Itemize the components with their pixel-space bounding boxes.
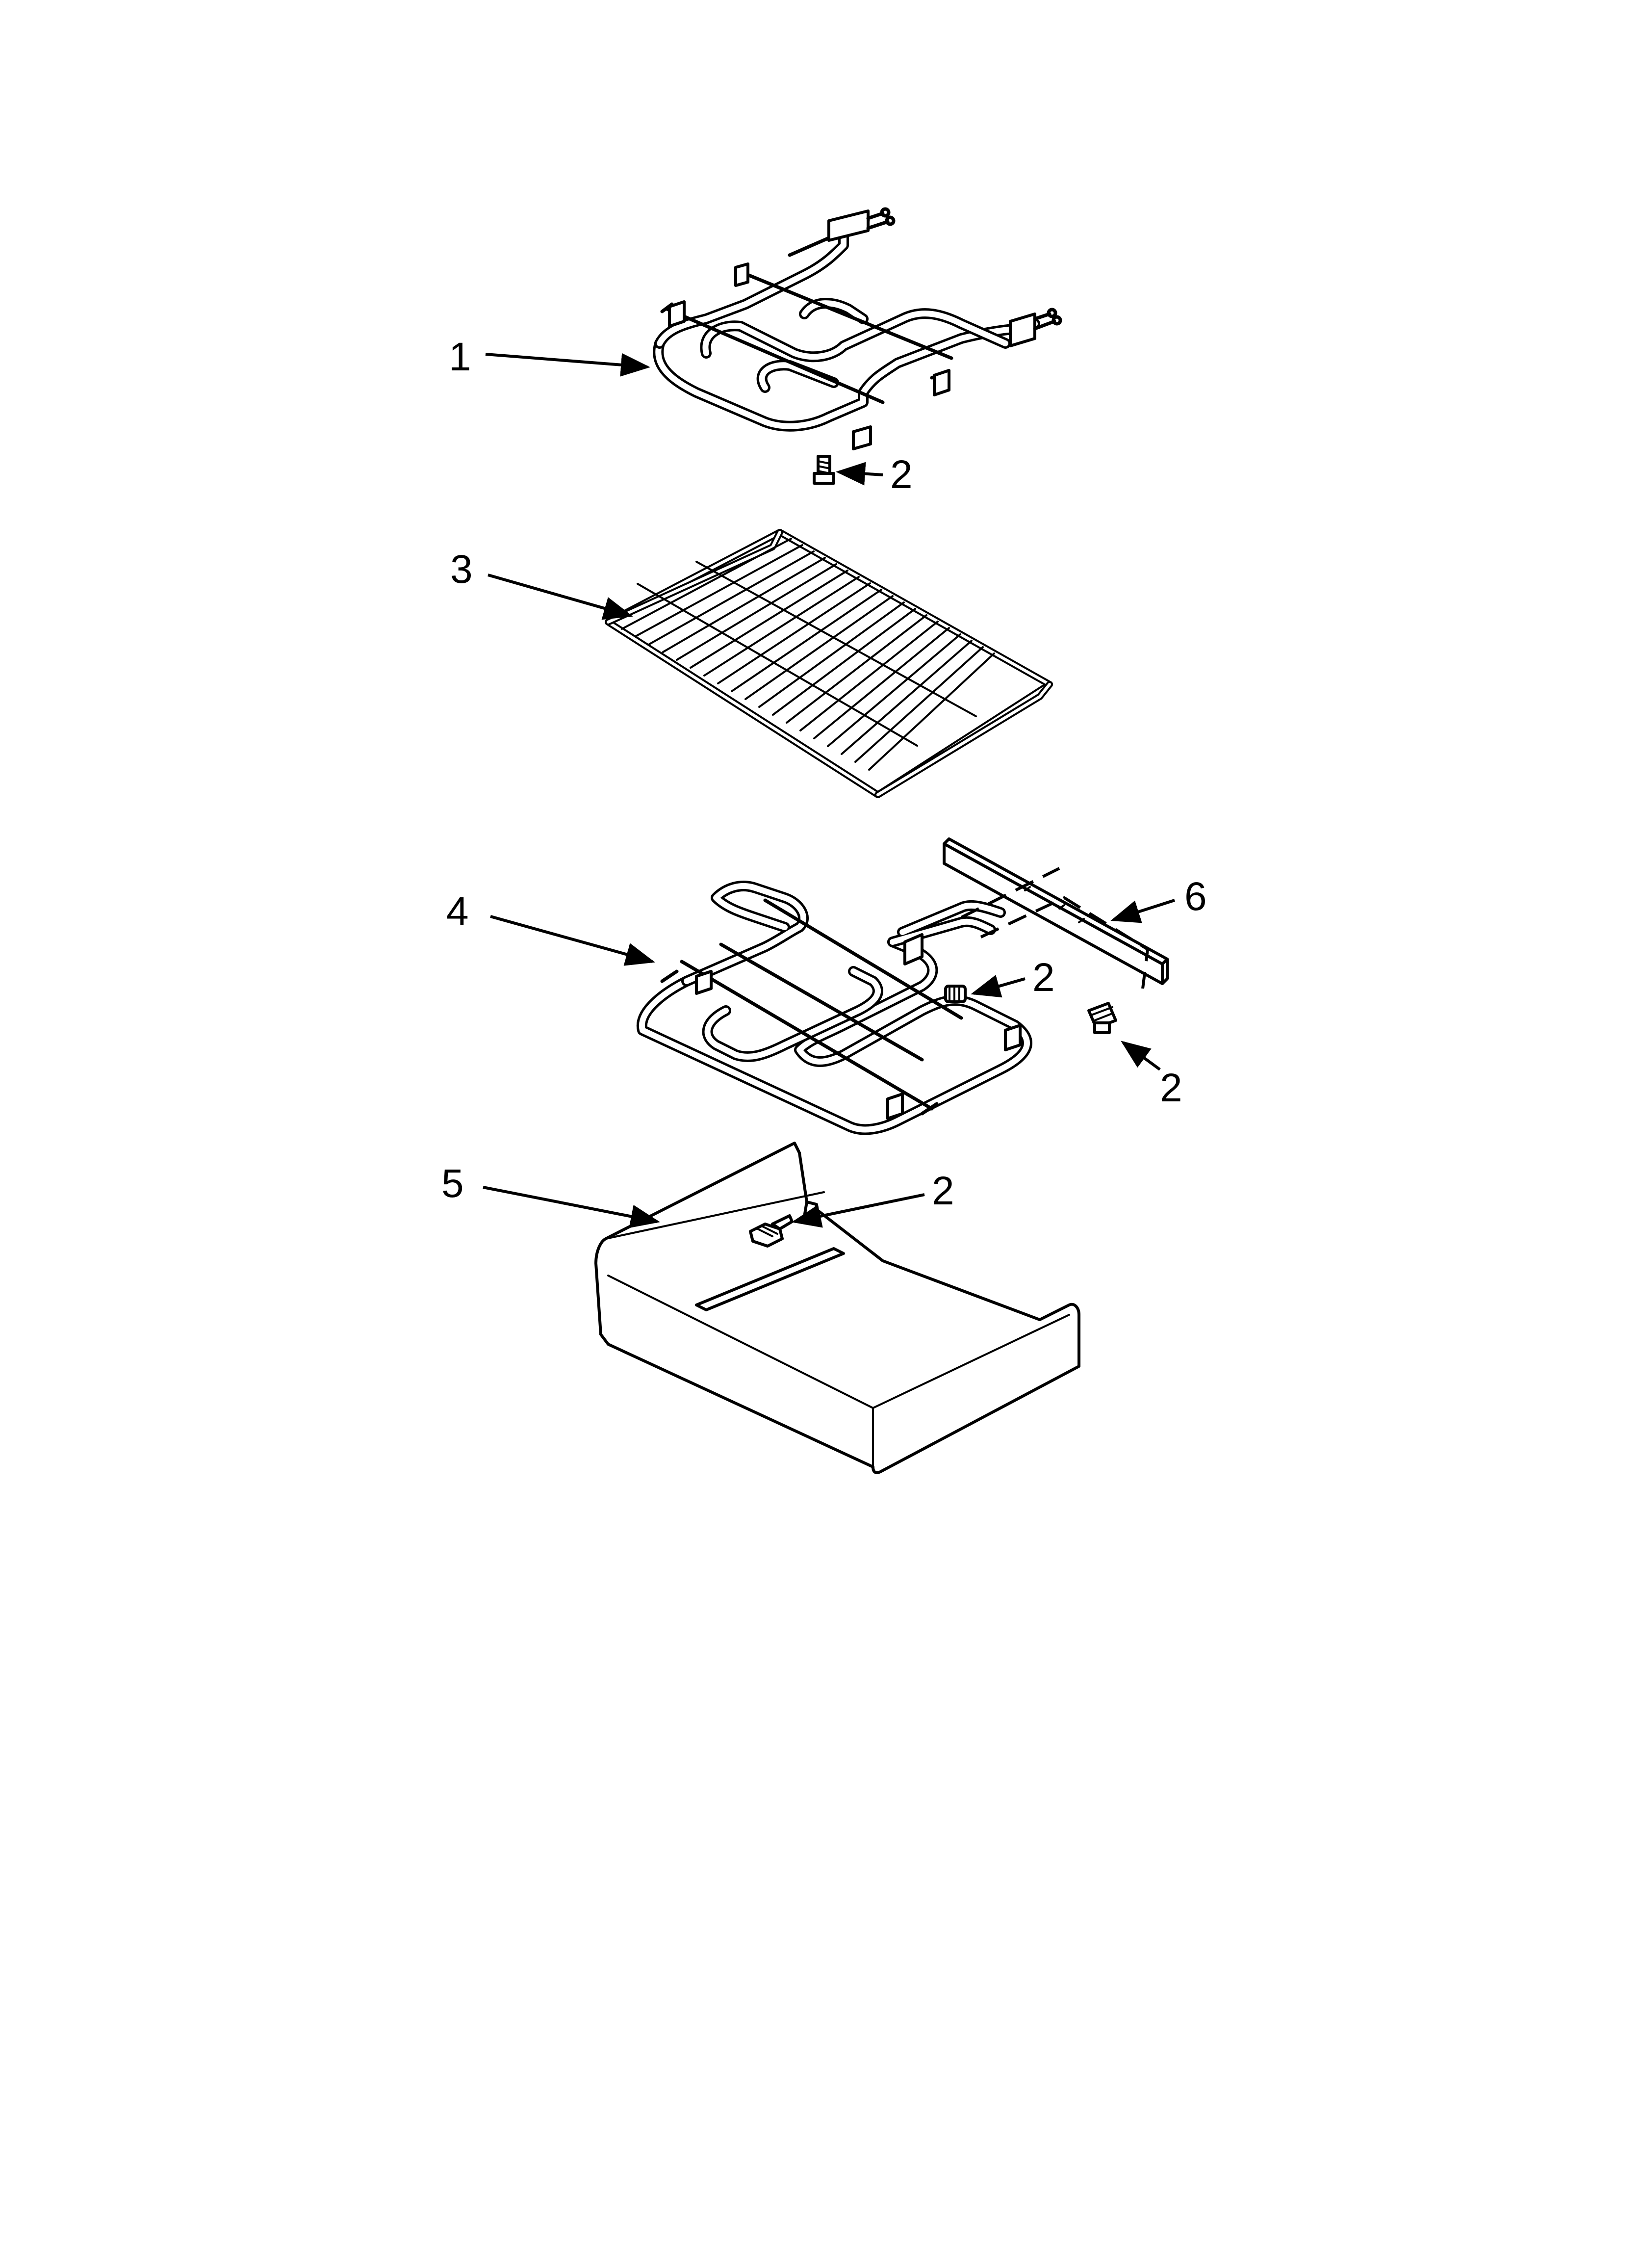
screw-part-2-bottom[interactable] (749, 1214, 794, 1248)
svg-text:6: 6 (1184, 874, 1207, 919)
callout-5: 5 (441, 1161, 660, 1228)
element-bracket[interactable] (943, 837, 1169, 985)
bake-element[interactable] (636, 881, 1032, 1135)
callout-2-right: 2 (1121, 1041, 1182, 1110)
screw-part-2-top[interactable] (813, 455, 835, 485)
svg-text:2: 2 (1032, 955, 1055, 1000)
bracket-alignment-dash-1 (960, 867, 1060, 919)
svg-text:4: 4 (446, 889, 469, 934)
svg-text:1: 1 (449, 335, 471, 379)
bottom-panel[interactable] (594, 1142, 1080, 1474)
callout-2-bottom: 2 (792, 1169, 954, 1228)
svg-text:5: 5 (441, 1161, 464, 1206)
svg-text:2: 2 (890, 452, 913, 497)
callout-1: 1 (449, 335, 650, 379)
callout-2-bake: 2 (971, 955, 1055, 1000)
broil-element[interactable] (653, 207, 1062, 450)
callout-6: 6 (1110, 874, 1207, 923)
svg-text:3: 3 (450, 547, 473, 592)
svg-text:2: 2 (932, 1169, 954, 1213)
callout-2-top: 2 (836, 452, 913, 497)
screw-part-2-bake[interactable] (944, 985, 967, 1003)
screw-part-2-right[interactable] (1087, 1002, 1117, 1034)
callout-3: 3 (450, 547, 633, 620)
callout-4: 4 (446, 889, 655, 966)
oven-rack[interactable] (605, 529, 1053, 798)
bracket-alignment-dash-2 (980, 896, 1150, 989)
svg-text:2: 2 (1160, 1066, 1182, 1110)
